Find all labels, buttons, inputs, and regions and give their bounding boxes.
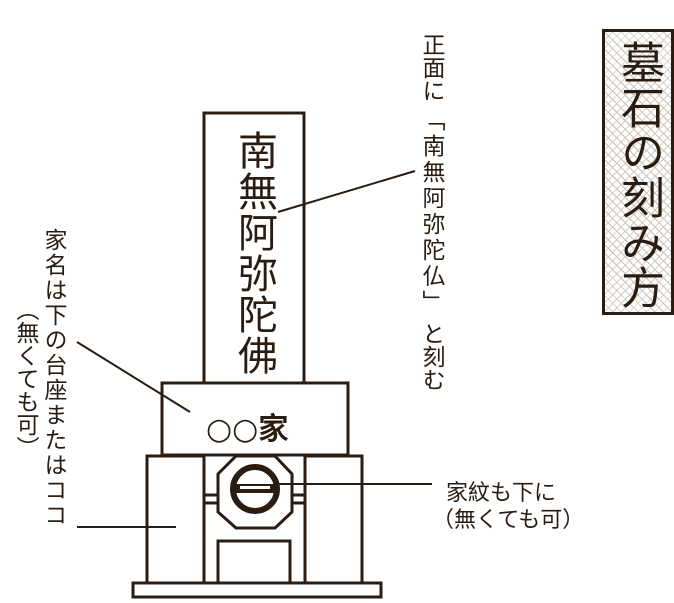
leader-lines bbox=[76, 170, 432, 528]
right-side-block bbox=[303, 454, 364, 585]
left-side-block bbox=[145, 454, 206, 585]
family-name-note-line2: （無くても可） bbox=[12, 298, 38, 459]
pillar bbox=[202, 111, 306, 385]
front-note-part1: 正面に bbox=[418, 33, 444, 102]
family-name-plate: ○○家 bbox=[206, 412, 289, 447]
crest-note-line2: （無くても可） bbox=[432, 508, 585, 533]
family-crest-icon bbox=[230, 464, 280, 514]
lower-center-block bbox=[216, 539, 292, 585]
front-note-part3: と刻む bbox=[418, 322, 444, 391]
base-slab bbox=[131, 581, 383, 599]
page-title: 墓石の刻み方 bbox=[613, 40, 664, 310]
front-note-part2: 「南無阿弥陀仏」 bbox=[418, 108, 444, 316]
middle-block bbox=[160, 381, 350, 457]
crest-note-line1: 家紋も下に bbox=[446, 481, 557, 506]
pillar-inscription: 南無阿弥陀佛 bbox=[231, 130, 277, 376]
family-name-note-line1: 家名は下の台座またはココ bbox=[40, 228, 66, 528]
title-box: 墓石の刻み方 bbox=[602, 29, 674, 315]
